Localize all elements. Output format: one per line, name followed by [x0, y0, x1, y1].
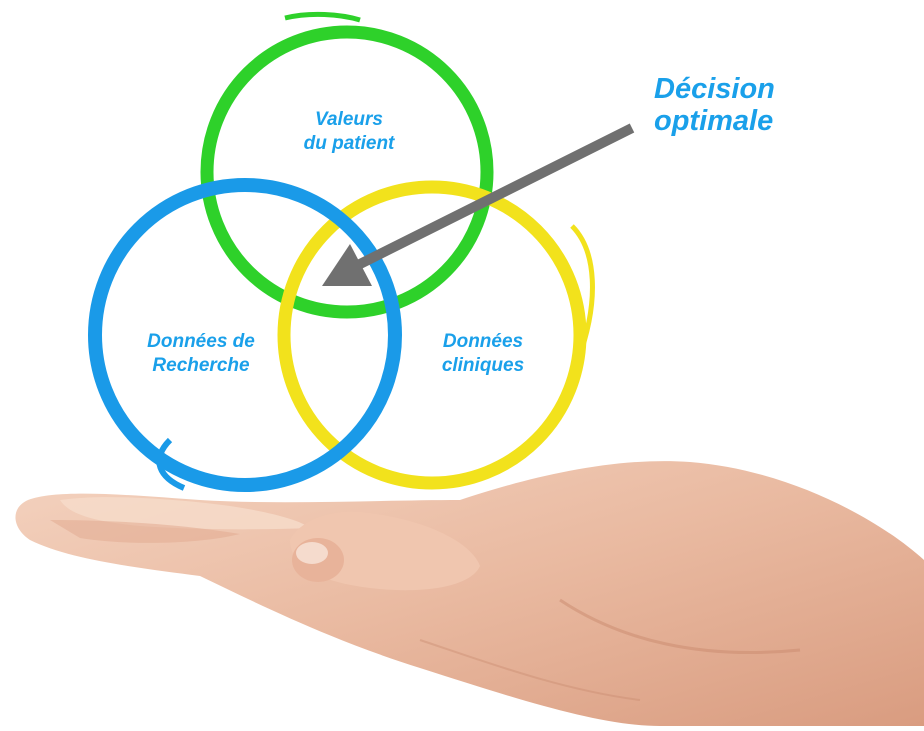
label-research-data: Données de Recherche: [126, 330, 276, 378]
hand-illustration: [15, 461, 924, 726]
label-clinical-data-line2: cliniques: [441, 354, 525, 376]
callout-line1: Décision: [654, 73, 775, 105]
circle-clinical-data: [277, 180, 595, 490]
label-patient-values-line1: Valeurs: [315, 109, 383, 130]
label-research-data-line1: Données de: [147, 331, 255, 352]
callout-line2: optimale: [654, 104, 774, 137]
arrow-to-intersection: [322, 123, 635, 286]
label-clinical-data: Données cliniques: [418, 330, 548, 378]
label-research-data-line2: Recherche: [152, 354, 250, 376]
label-patient-values-line2: du patient: [303, 132, 395, 154]
label-patient-values: Valeurs du patient: [284, 108, 414, 156]
label-clinical-data-line1: Données: [442, 331, 524, 352]
circle-research-data: [88, 178, 402, 492]
callout-optimal-decision: Décision optimale: [654, 73, 814, 138]
circle-patient-values: [200, 11, 494, 319]
